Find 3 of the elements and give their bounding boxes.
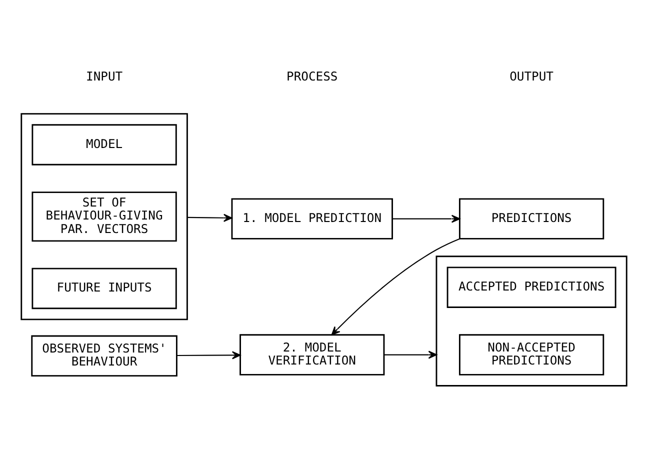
- label: PROCESS: [286, 69, 338, 84]
- label: OUTPUT: [510, 69, 554, 84]
- label: INPUT: [86, 69, 123, 84]
